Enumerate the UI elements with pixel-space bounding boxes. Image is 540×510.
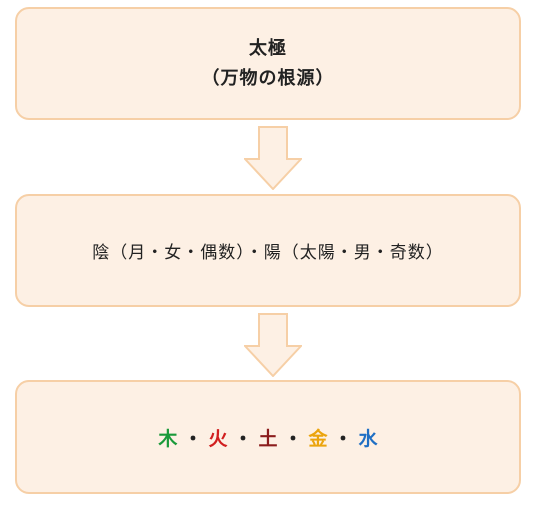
element-metal: 金 — [308, 427, 328, 450]
taikyoku-title: 太極 — [249, 37, 287, 59]
taikyoku-box: 太極 （万物の根源） — [15, 7, 521, 120]
down-arrow-icon — [244, 126, 302, 190]
separator: ・ — [333, 427, 353, 450]
yin-yang-text: 陰（月・女・偶数）・陽（太陽・男・奇数） — [92, 243, 444, 263]
separator: ・ — [233, 427, 253, 450]
element-wood: 木 — [158, 427, 178, 450]
separator: ・ — [183, 427, 203, 450]
down-arrow-icon — [244, 313, 302, 377]
yin-yang-box: 陰（月・女・偶数）・陽（太陽・男・奇数） — [15, 194, 521, 307]
separator: ・ — [283, 427, 303, 450]
element-water: 水 — [358, 427, 378, 450]
element-fire: 火 — [208, 427, 228, 450]
five-elements-row: 木・火・土・金・水 — [158, 424, 377, 451]
five-elements-box: 木・火・土・金・水 — [15, 380, 521, 494]
element-earth: 土 — [258, 427, 278, 450]
taikyoku-subtitle: （万物の根源） — [201, 67, 335, 89]
